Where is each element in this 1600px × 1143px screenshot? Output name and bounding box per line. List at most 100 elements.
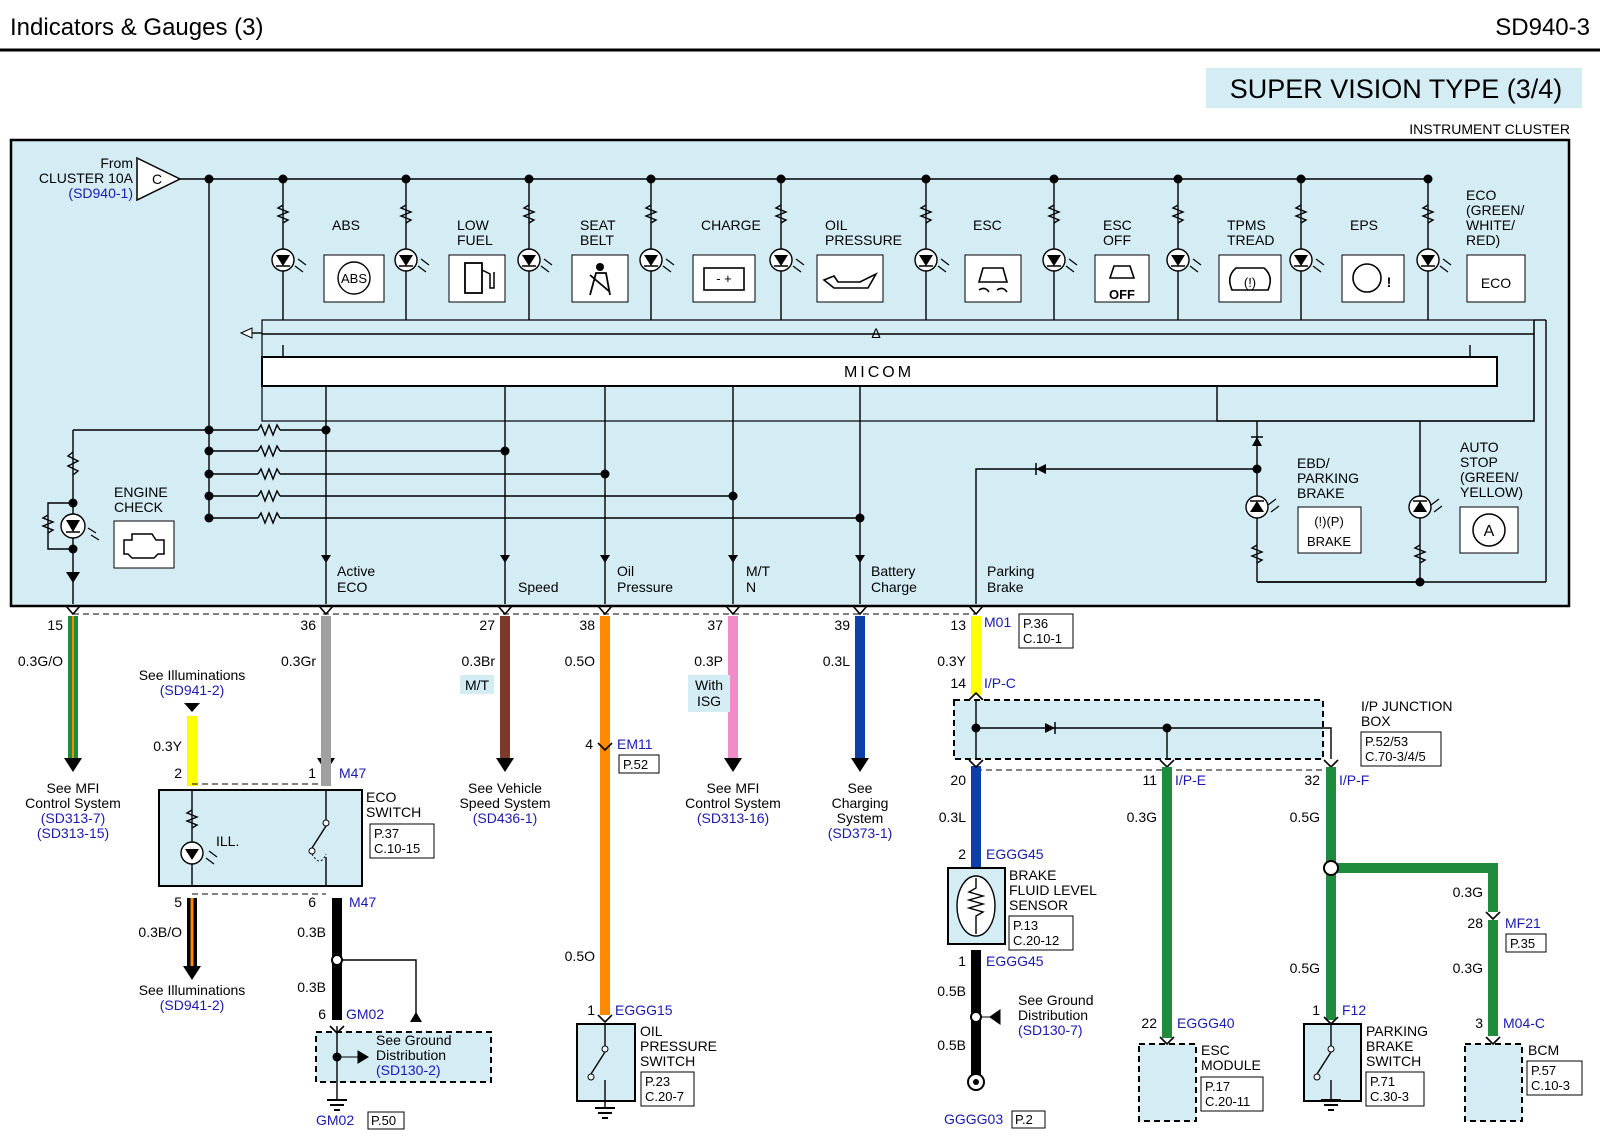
resistor-icon: [1294, 204, 1308, 224]
pin-number: 1: [958, 953, 966, 969]
pbs-label: BRAKE: [1366, 1038, 1413, 1054]
ground-symbol-icon: [595, 1107, 615, 1119]
page-title: Indicators & Gauges (3): [10, 14, 263, 41]
brake-sensor-label: FLUID LEVEL: [1009, 882, 1097, 898]
cluster-label: INSTRUMENT CLUSTER: [1409, 121, 1570, 137]
light-rays-icon: [792, 258, 805, 273]
eggg45-connector-link[interactable]: EGGG45: [986, 953, 1044, 969]
connector-c-label: C: [152, 171, 162, 187]
resistor-icon: [774, 204, 788, 224]
battery-charge-signal-label: Battery: [871, 563, 915, 579]
ground-arrow-icon: [64, 758, 82, 772]
led-arrow-icon: [522, 255, 536, 266]
source-ref-link[interactable]: (SD940-1): [68, 185, 133, 201]
engine-check-label: ENGINE: [114, 484, 168, 500]
egg15-connector-link[interactable]: EGGG15: [615, 1002, 673, 1018]
esc-off-label: OFF: [1103, 232, 1131, 248]
eggg40-connector-link[interactable]: EGGG40: [1177, 1015, 1235, 1031]
charging-ref-link[interactable]: (SD373-1): [828, 825, 893, 841]
illum-ref-link[interactable]: (SD941-2): [160, 682, 225, 698]
tpms-tread-label: TPMS: [1227, 217, 1266, 233]
eco-ill-resistor-icon: [185, 809, 199, 829]
ground-symbol-icon: [327, 1099, 347, 1111]
esc-label: ESC: [973, 217, 1002, 233]
pbs-label: PARKING: [1366, 1023, 1428, 1039]
signal-arrow-icon: [500, 555, 510, 563]
resistor-icon: [1421, 204, 1435, 224]
ggg03-connector-link[interactable]: GGGG03: [944, 1111, 1003, 1127]
m04c-connector-link[interactable]: M04-C: [1503, 1015, 1545, 1031]
gm02-connector-link[interactable]: GM02: [316, 1112, 354, 1128]
eco-label: (GREEN/: [1466, 202, 1524, 218]
gm02-page: P.50: [371, 1113, 396, 1128]
auto-stop-label: STOP: [1460, 454, 1498, 470]
eps-wheel-icon: [1352, 263, 1382, 293]
em11-page: P.52: [623, 757, 648, 772]
esc-module-ref-box: [1200, 1076, 1264, 1112]
wire-spec-label: 0.5B: [937, 1037, 966, 1053]
bcm-label: BCM: [1528, 1042, 1559, 1058]
seat-belt-label: SEAT: [580, 217, 616, 233]
parking-brake-circuit: EBD/ PARKING BRAKE (!)(P) BRAKE AUTO STO…: [975, 319, 1547, 604]
mfi-ref-link[interactable]: (SD313-7): [41, 810, 106, 826]
m01-code: C.10-1: [1023, 631, 1062, 646]
switch-arm-icon: [311, 825, 327, 849]
brake-icon-symbol: (!)(P): [1314, 514, 1344, 529]
ground-ref-link[interactable]: (SD130-2): [376, 1062, 441, 1078]
led-arrow-icon: [1171, 255, 1185, 266]
m01-connector-link[interactable]: M01: [984, 614, 1011, 630]
connector-chevron-icon: [597, 1014, 613, 1024]
wire-spec-label: 0.3Br: [462, 653, 496, 669]
pin-number: 36: [300, 617, 316, 633]
illum-arrow-icon: [184, 703, 200, 712]
speed-ref-link[interactable]: (SD436-1): [473, 810, 538, 826]
connector-chevron-icon: [597, 605, 613, 616]
ipc-connector-link[interactable]: I/P-C: [984, 675, 1016, 691]
ebd-label: BRAKE: [1297, 485, 1344, 501]
m47-connector-link[interactable]: M47: [339, 765, 366, 781]
tpms-tire-icon: [1228, 267, 1272, 291]
oil-pressure-label: PRESSURE: [825, 232, 902, 248]
pin-number: 6: [318, 1006, 326, 1022]
mfi-ref-link[interactable]: (SD313-15): [37, 825, 109, 841]
m01-ref-box: [1018, 613, 1074, 649]
splice-icon: [331, 954, 343, 966]
active-eco-signal-label: Active: [337, 563, 375, 579]
illum-ref-link[interactable]: (SD941-2): [160, 997, 225, 1013]
m47-connector-link[interactable]: M47: [349, 894, 376, 910]
switch-arm-icon: [1316, 1051, 1332, 1075]
abs-label: ABS: [332, 217, 360, 233]
mf21-connector-link[interactable]: MF21: [1505, 915, 1541, 931]
eco-switch-label: ECO: [366, 789, 396, 805]
ipe-connector-link[interactable]: I/P-E: [1175, 772, 1206, 788]
source-from: From: [100, 155, 133, 171]
ground-ref-label: Distribution: [1018, 1007, 1088, 1023]
wire-spec-label: 0.3L: [939, 809, 966, 825]
esc-car-icon: [977, 267, 1009, 293]
wire-spec-label: 0.5O: [565, 653, 595, 669]
wire-spec-label: 0.5G: [1290, 960, 1320, 976]
eps-label: EPS: [1350, 217, 1378, 233]
light-rays-icon: [540, 258, 553, 273]
pin-number: 39: [834, 617, 850, 633]
ground-ref-link[interactable]: (SD130-7): [1018, 1022, 1083, 1038]
ipf-connector-link[interactable]: I/P-F: [1339, 772, 1369, 788]
gm02-connector-link[interactable]: GM02: [346, 1006, 384, 1022]
eggg45-connector-link[interactable]: EGGG45: [986, 846, 1044, 862]
pbs-ref-box: [1365, 1071, 1425, 1107]
ladder-resistor-icon: [257, 489, 281, 503]
gggg03-ref-box: [1011, 1110, 1046, 1129]
switch-contact: [1327, 1045, 1335, 1053]
f12-connector-link[interactable]: F12: [1342, 1002, 1366, 1018]
resistor-icon: [399, 204, 413, 224]
illum-ref-label: See Illuminations: [139, 667, 246, 683]
feedback-loop-right: [1216, 320, 1535, 422]
battery-charge-signal-label: Charge: [871, 579, 917, 595]
mfi2-ref-link[interactable]: (SD313-16): [697, 810, 769, 826]
esc-off-icon-text: OFF: [1109, 287, 1135, 302]
oil-pressure-label: OIL: [825, 217, 848, 233]
eco-switch-box: [158, 789, 363, 887]
em11-connector-link[interactable]: EM11: [617, 736, 653, 752]
